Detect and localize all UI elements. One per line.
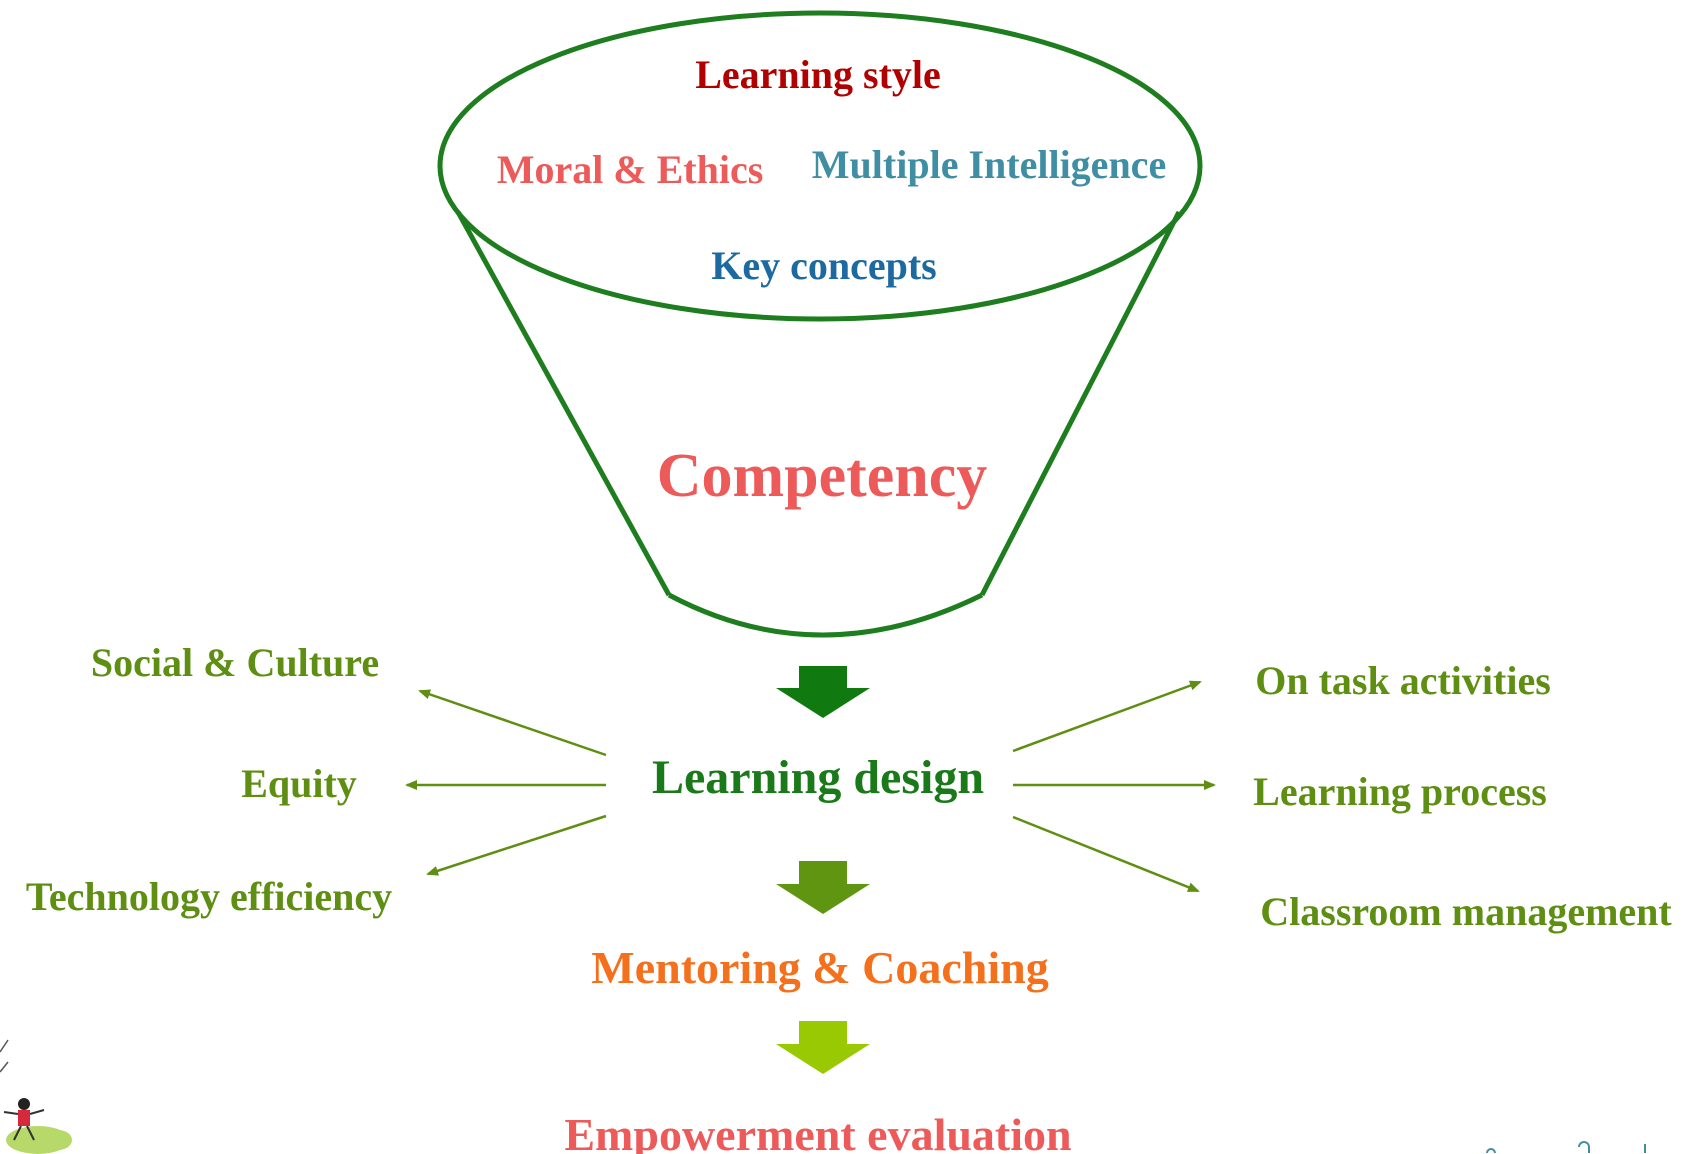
down-arrow-1 — [776, 666, 870, 718]
left-branch-arrows — [405, 689, 607, 876]
on-task-activities-label: On task activities — [1255, 658, 1551, 703]
funnel-left-side — [455, 210, 672, 597]
competency-funnel — [437, 10, 1203, 638]
arrow-to-technology-efficiency — [426, 814, 607, 876]
arrow-to-classroom-management — [1012, 815, 1200, 893]
moral-ethics-label: Moral & Ethics — [497, 147, 764, 192]
mentoring-coaching-label: Mentoring & Coaching — [591, 942, 1048, 993]
down-arrow-3 — [776, 1021, 870, 1074]
key-concepts-label: Key concepts — [711, 243, 937, 288]
arrow-to-on-task-activities — [1012, 680, 1202, 753]
technology-efficiency-label: Technology efficiency — [26, 874, 392, 919]
empowerment-evaluation-label: Empowerment evaluation — [564, 1109, 1071, 1154]
arrow-to-social-culture — [418, 689, 607, 757]
multiple-intelligence-label: Multiple Intelligence — [812, 142, 1166, 187]
learning-style-label: Learning style — [695, 52, 941, 97]
right-branch-arrows — [1012, 680, 1216, 893]
competency-label: Competency — [657, 442, 988, 510]
funnel-right-side — [979, 210, 1182, 597]
down-arrow-2 — [776, 861, 870, 914]
social-culture-label: Social & Culture — [91, 640, 379, 685]
cartoon-child-figure — [0, 1039, 72, 1154]
equity-label: Equity — [241, 761, 357, 806]
learning-design-label: Learning design — [652, 751, 984, 804]
funnel-rim — [437, 10, 1203, 322]
bottom-right-cropped-marks — [1486, 1141, 1646, 1154]
funnel-bottom — [667, 592, 984, 638]
learning-process-label: Learning process — [1253, 769, 1547, 814]
classroom-management-label: Classroom management — [1260, 889, 1672, 934]
